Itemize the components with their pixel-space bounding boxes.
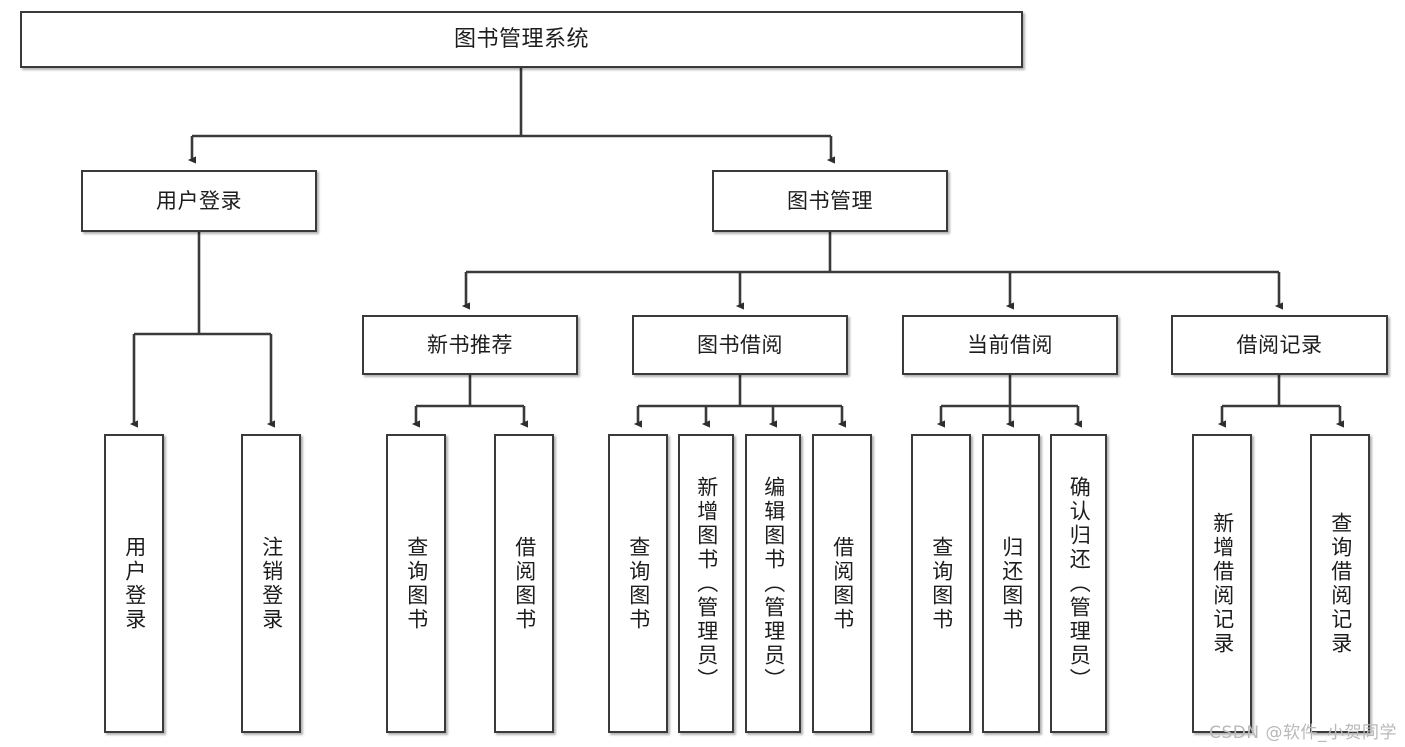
node-new-book-recommend[interactable]: 新书推荐 xyxy=(362,315,578,375)
node-book-management[interactable]: 图书管理 xyxy=(712,170,948,232)
node-label: 查询图书 xyxy=(404,535,429,632)
node-label: 新书推荐 xyxy=(427,332,513,357)
leaf-current-borrow-return-books[interactable]: 归还图书 xyxy=(982,434,1040,733)
node-label: 注销登录 xyxy=(259,535,284,632)
node-label: 借阅记录 xyxy=(1236,332,1323,357)
node-label: 编辑图书（管理员） xyxy=(761,475,786,692)
node-label: 用户登录 xyxy=(122,535,147,632)
node-label: 图书管理系统 xyxy=(453,26,589,52)
node-label: 借阅图书 xyxy=(512,535,537,632)
node-book-borrow[interactable]: 图书借阅 xyxy=(632,315,848,375)
leaf-book-borrow-borrow-books[interactable]: 借阅图书 xyxy=(812,434,872,733)
leaf-current-borrow-confirm-return-admin[interactable]: 确认归还（管理员） xyxy=(1050,434,1107,733)
node-label: 当前借阅 xyxy=(967,332,1053,357)
node-label: 图书借阅 xyxy=(697,332,783,357)
node-label: 确认归还（管理员） xyxy=(1067,475,1092,692)
leaf-book-borrow-edit-book-admin[interactable]: 编辑图书（管理员） xyxy=(745,434,801,733)
leaf-user-login-logout[interactable]: 注销登录 xyxy=(241,434,301,733)
leaf-book-borrow-query-books[interactable]: 查询图书 xyxy=(608,434,668,733)
node-label: 新增图书（管理员） xyxy=(694,475,719,692)
leaf-book-borrow-add-book-admin[interactable]: 新增图书（管理员） xyxy=(678,434,734,733)
watermark-text: CSDN @软件_小贺同学 xyxy=(1209,723,1397,743)
node-label: 用户登录 xyxy=(156,188,242,213)
node-root-book-management-system[interactable]: 图书管理系统 xyxy=(20,11,1023,68)
node-current-borrow[interactable]: 当前借阅 xyxy=(902,315,1118,375)
leaf-user-login-login[interactable]: 用户登录 xyxy=(104,434,164,733)
leaf-borrow-record-query-record[interactable]: 查询借阅记录 xyxy=(1310,434,1370,733)
node-label: 图书管理 xyxy=(787,188,873,213)
leaf-new-book-borrow-books[interactable]: 借阅图书 xyxy=(494,434,554,733)
node-user-login[interactable]: 用户登录 xyxy=(81,170,317,232)
node-label: 查询图书 xyxy=(626,535,651,632)
node-label: 新增借阅记录 xyxy=(1210,511,1235,656)
node-label: 借阅图书 xyxy=(830,535,855,632)
node-borrow-record[interactable]: 借阅记录 xyxy=(1171,315,1388,375)
node-label: 查询图书 xyxy=(929,535,954,632)
leaf-new-book-query-books[interactable]: 查询图书 xyxy=(386,434,446,733)
node-label: 归还图书 xyxy=(999,535,1024,632)
node-label: 查询借阅记录 xyxy=(1328,511,1353,656)
leaf-borrow-record-add-record[interactable]: 新增借阅记录 xyxy=(1192,434,1252,733)
leaf-current-borrow-query-books[interactable]: 查询图书 xyxy=(911,434,971,733)
